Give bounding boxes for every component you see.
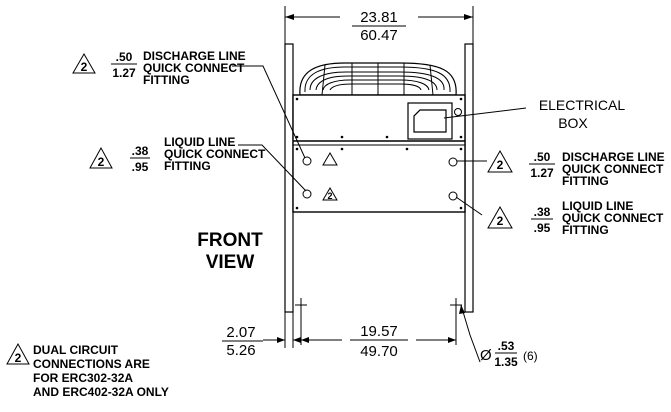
electrical-box-label-2: BOX (558, 115, 588, 131)
right-liquid-leader (455, 196, 483, 216)
right-discharge-label-1: DISCHARGE LINE (562, 150, 665, 164)
fan-guard (299, 62, 457, 96)
electrical-box-label-1: ELECTRICAL (539, 97, 626, 113)
note-marker-number: 2 (497, 158, 504, 172)
leg-width-mm: 5.26 (226, 342, 255, 359)
right-leg (464, 43, 474, 313)
overall-width-dimension: 23.81 60.47 (284, 6, 474, 44)
front-view-title-1: FRONT (197, 230, 263, 251)
left-discharge-label-2: QUICK CONNECT (143, 61, 245, 75)
left-discharge-callout: 2 .50 1.27 DISCHARGE LINE QUICK CONNECT … (72, 49, 246, 87)
left-discharge-size-in: .50 (116, 50, 133, 64)
hole-quantity: (6) (523, 349, 538, 363)
left-liquid-size-in: .38 (132, 144, 149, 158)
leg-width-in: 2.07 (226, 324, 255, 341)
hole-diameter-callout: Ø .53 1.35 (6) (459, 304, 538, 369)
right-liquid-callout: 2 .38 .95 LIQUID LINE QUICK CONNECT FITT… (487, 199, 664, 237)
note-marker-number: 2 (81, 60, 88, 74)
right-liquid-label-3: FITTING (562, 223, 609, 237)
right-discharge-callout: 2 .50 1.27 DISCHARGE LINE QUICK CONNECT … (487, 149, 665, 188)
hole-diameter-mm: 1.35 (494, 355, 518, 369)
left-liquid-callout: 2 .38 .95 LIQUID LINE QUICK CONNECT FITT… (89, 135, 266, 174)
left-liquid-label-3: FITTING (164, 159, 211, 173)
hole-diameter-in: .53 (498, 339, 515, 353)
left-discharge-leader (232, 65, 306, 159)
right-discharge-size-in: .50 (534, 150, 551, 164)
left-leg (284, 43, 294, 313)
overall-width-mm: 60.47 (360, 27, 398, 44)
left-liquid-label-2: QUICK CONNECT (164, 147, 266, 161)
left-discharge-label-3: FITTING (143, 73, 190, 87)
unit-note-marker (322, 187, 338, 201)
footnote-line-1: DUAL CIRCUIT (33, 343, 119, 357)
right-liquid-fitting (448, 191, 458, 201)
right-liquid-label-1: LIQUID LINE (562, 199, 633, 213)
unit-note-marker-number: 2 (327, 191, 332, 201)
left-liquid-leader (238, 144, 307, 192)
leg-spacing-in: 19.57 (360, 323, 398, 340)
footnote-line-4: AND ERC402-32A ONLY (33, 385, 169, 399)
leg-spacing-mm: 49.70 (360, 343, 398, 360)
right-liquid-label-2: QUICK CONNECT (562, 211, 664, 225)
left-liquid-size-mm: .95 (132, 160, 149, 174)
hole-diameter-symbol: Ø (480, 347, 492, 364)
electrical-box-leader (443, 107, 527, 119)
leg-spacing-dimension: 19.57 49.70 (295, 298, 462, 360)
right-discharge-label-3: FITTING (562, 174, 609, 188)
right-liquid-size-in: .38 (534, 205, 551, 219)
footnote: 2 DUAL CIRCUIT CONNECTIONS ARE FOR ERC30… (6, 342, 169, 399)
left-discharge-fitting (302, 156, 312, 166)
note-marker-number: 2 (15, 351, 22, 365)
leg-width-dimension: 2.07 5.26 (222, 312, 305, 359)
overall-width-in: 23.81 (360, 9, 398, 26)
unit-triangle-marker (322, 152, 338, 166)
front-view-title-2: VIEW (206, 252, 255, 273)
electrical-box (407, 102, 453, 140)
footnote-line-2: CONNECTIONS ARE (33, 357, 150, 371)
left-discharge-label-1: DISCHARGE LINE (143, 49, 246, 63)
note-marker-number: 2 (497, 214, 504, 228)
footnote-line-3: FOR ERC302-32A (33, 371, 133, 385)
note-marker-number: 2 (98, 155, 105, 169)
right-liquid-size-mm: .95 (534, 221, 551, 235)
right-discharge-size-mm: 1.27 (530, 166, 554, 180)
left-liquid-fitting (302, 189, 312, 199)
left-liquid-label-1: LIQUID LINE (164, 135, 235, 149)
right-discharge-fitting (448, 157, 458, 167)
right-discharge-label-2: QUICK CONNECT (562, 162, 664, 176)
left-discharge-size-mm: 1.27 (112, 66, 136, 80)
